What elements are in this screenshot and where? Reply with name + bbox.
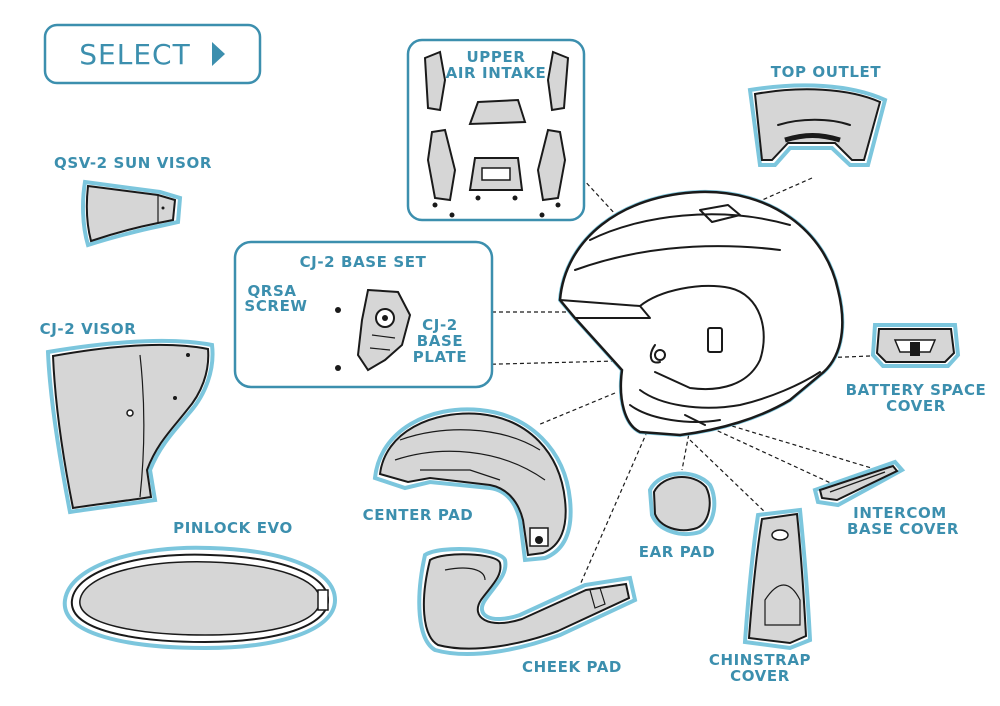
upper-air-intake-label-line1: UPPER [467, 48, 526, 66]
top-outlet-group[interactable]: TOP OUTLET [747, 63, 888, 167]
intercom-cover-label-line1: INTERCOM [853, 504, 947, 522]
pinlock-label: PINLOCK EVO [173, 519, 293, 537]
base-plate-label-line1: CJ-2 [422, 316, 458, 334]
intercom-cover-label-line2: BASE COVER [847, 520, 959, 538]
center-pad-group[interactable]: CENTER PAD [363, 407, 573, 563]
cheek-pad-label: CHEEK PAD [522, 658, 622, 676]
pinlock-group[interactable]: PINLOCK EVO [62, 519, 338, 651]
select-button[interactable]: SELECT [43, 23, 262, 85]
center-pad-label: CENTER PAD [363, 506, 474, 524]
sun-visor-label: QSV-2 SUN VISOR [54, 154, 212, 172]
helmet-shell [557, 189, 845, 438]
select-button-label: SELECT [79, 38, 190, 71]
battery-cover-label-line1: BATTERY SPACE [846, 381, 987, 399]
battery-cover-label-line2: COVER [886, 397, 946, 415]
qrsa-screw-label-line1: QRSA [247, 282, 296, 300]
upper-air-intake-label-line2: AIR INTAKE [446, 64, 547, 82]
screw-icon [335, 365, 341, 371]
base-set-group[interactable]: CJ-2 BASE SET QRSA SCREW CJ-2 BASE PLATE [233, 240, 494, 389]
sun-visor-group[interactable]: QSV-2 SUN VISOR [54, 154, 212, 248]
base-set-label: CJ-2 BASE SET [300, 253, 427, 271]
upper-air-intake-group[interactable]: UPPER AIR INTAKE [406, 38, 586, 222]
chinstrap-cover-group[interactable]: CHINSTRAP COVER [709, 507, 813, 685]
base-plate-label-line3: PLATE [413, 348, 467, 366]
chinstrap-cover-label-line1: CHINSTRAP [709, 651, 811, 669]
cheek-pad-group[interactable]: CHEEK PAD [417, 546, 638, 676]
ear-pad-label: EAR PAD [639, 543, 716, 561]
chinstrap-cover-label-line2: COVER [730, 667, 790, 685]
visor-label: CJ-2 VISOR [40, 320, 137, 338]
ear-pad-group[interactable]: EAR PAD [639, 471, 717, 561]
play-arrow-icon [212, 42, 225, 66]
base-plate-label-line2: BASE [417, 332, 464, 350]
qrsa-screw-label-line2: SCREW [244, 297, 307, 315]
top-outlet-label: TOP OUTLET [771, 63, 882, 81]
intercom-cover-group[interactable]: INTERCOM BASE COVER [812, 459, 959, 538]
screw-icon [335, 307, 341, 313]
visor-group[interactable]: CJ-2 VISOR [40, 320, 215, 515]
battery-cover-group[interactable]: BATTERY SPACE COVER [846, 323, 987, 415]
